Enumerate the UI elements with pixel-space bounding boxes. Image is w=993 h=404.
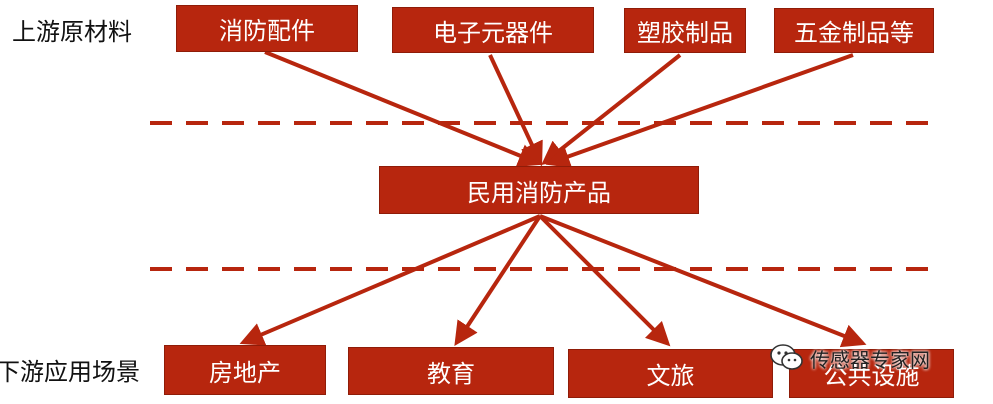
downstream-node-public-facilities: 公共设施	[789, 349, 954, 398]
arrow-downstream-3	[538, 214, 671, 347]
center-node-civil-fire-products: 民用消防产品	[379, 166, 699, 214]
arrow-downstream-1	[239, 214, 541, 346]
arrow-upstream-1	[264, 50, 543, 167]
upstream-node-electronic-components: 电子元器件	[392, 7, 594, 53]
watermark-text: 传感器专家网	[810, 347, 930, 372]
arrow-upstream-4	[545, 53, 854, 168]
wechat-icon	[770, 343, 804, 373]
upstream-node-fire-accessories: 消防配件	[176, 5, 358, 52]
upstream-label: 上游原材料	[12, 18, 132, 46]
downstream-label: 下游应用场景	[0, 358, 140, 386]
upstream-node-hardware-products: 五金制品等	[774, 8, 934, 53]
arrow-downstream-4	[539, 214, 867, 348]
watermark: 传感器专家网	[770, 343, 930, 373]
upstream-node-plastic-products: 塑胶制品	[624, 8, 746, 53]
arrow-downstream-2	[454, 214, 542, 347]
arrow-upstream-3	[541, 53, 682, 165]
downstream-node-education: 教育	[348, 347, 554, 395]
arrow-upstream-2	[488, 54, 543, 167]
downstream-node-real-estate: 房地产	[164, 345, 326, 395]
downstream-node-cultural-tourism: 文旅	[568, 349, 773, 398]
